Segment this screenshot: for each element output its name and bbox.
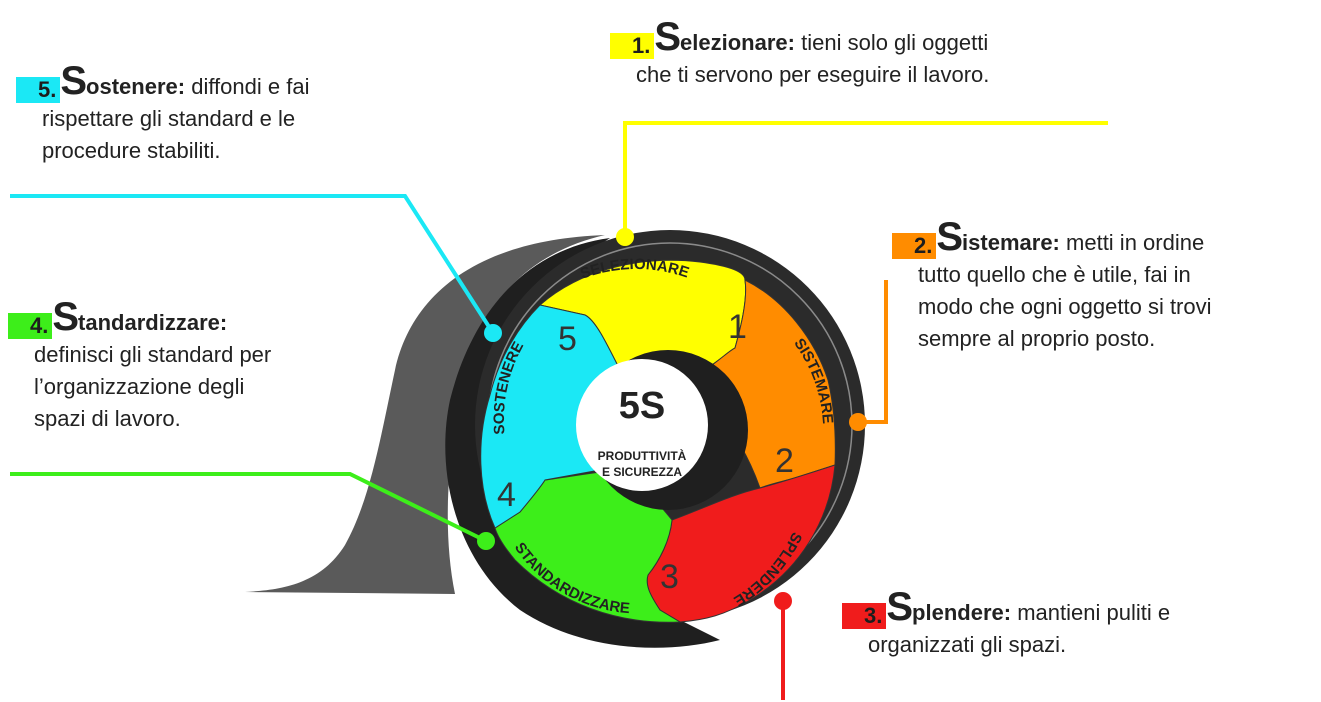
- step-title: ostenere:: [86, 74, 186, 99]
- segment-standardizzare: [494, 467, 682, 623]
- connector-sostenere: [10, 194, 495, 335]
- step-text-line: tieni solo gli oggetti: [801, 30, 989, 55]
- step-text-line: modo che ogni oggetto si trovi: [918, 294, 1212, 319]
- segment-number-5: 5: [558, 320, 577, 358]
- step-initial: S: [60, 59, 87, 103]
- connector-standardizzare: [10, 472, 487, 543]
- step-initial: S: [654, 15, 681, 59]
- center-subtitle: PRODUTTIVITÀ E SICUREZZA: [577, 448, 707, 480]
- step-text-line: definisci gli standard per: [34, 342, 272, 367]
- segment-number-2: 2: [775, 442, 794, 480]
- step-title: elezionare:: [680, 30, 795, 55]
- step-title: istemare:: [962, 230, 1060, 255]
- step-title: tandardizzare:: [78, 310, 228, 335]
- step-sostenere: 5.Sostenere: diffondi e fai rispettare g…: [16, 61, 436, 167]
- step-text-line: l’organizzazione degli: [34, 374, 245, 399]
- step-number-highlight: 4.: [8, 313, 53, 339]
- segment-number-1: 1: [728, 308, 747, 346]
- segment-number-4: 4: [497, 476, 516, 514]
- step-text-line: organizzati gli spazi.: [868, 632, 1067, 657]
- step-sistemare: 2.Sistemare: metti in ordine tutto quell…: [892, 217, 1312, 355]
- step-selezionare: 1.Selezionare: tieni solo gli oggetti ch…: [610, 17, 1130, 91]
- center-title: 5S: [618, 385, 666, 427]
- center-subtitle-line-2: E SICUREZZA: [601, 465, 682, 479]
- center-subtitle-line-1: PRODUTTIVITÀ: [597, 449, 687, 463]
- step-number-highlight: 1.: [610, 33, 655, 59]
- step-number-highlight: 2.: [892, 233, 937, 259]
- connector-selezionare: [623, 121, 1108, 236]
- step-title: plendere:: [912, 600, 1012, 625]
- step-text-line: rispettare gli standard e le: [42, 106, 296, 131]
- step-text-line: che ti servono per eseguire il lavoro.: [636, 62, 990, 87]
- step-text-line: procedure stabiliti.: [42, 138, 221, 163]
- step-standardizzare: 4.Standardizzare: definisci gli standard…: [8, 297, 388, 435]
- step-number-highlight: 5.: [16, 77, 61, 103]
- step-text-line: mantieni puliti e: [1017, 600, 1171, 625]
- center-hub: [576, 359, 708, 491]
- step-text-line: diffondi e fai: [191, 74, 310, 99]
- step-initial: S: [52, 295, 79, 339]
- segment-number-3: 3: [660, 558, 679, 596]
- step-initial: S: [936, 215, 963, 259]
- step-text-line: sempre al proprio posto.: [918, 326, 1156, 351]
- step-initial: S: [886, 585, 913, 629]
- step-text-line: spazi di lavoro.: [34, 406, 181, 431]
- step-text-line: tutto quello che è utile, fai in: [918, 262, 1191, 287]
- tape-ribbon: [245, 235, 605, 594]
- connector-sistemare: [858, 280, 888, 424]
- step-splendere: 3.Splendere: mantieni puliti e organizza…: [842, 587, 1302, 661]
- step-number-highlight: 3.: [842, 603, 887, 629]
- step-text-line: metti in ordine: [1066, 230, 1205, 255]
